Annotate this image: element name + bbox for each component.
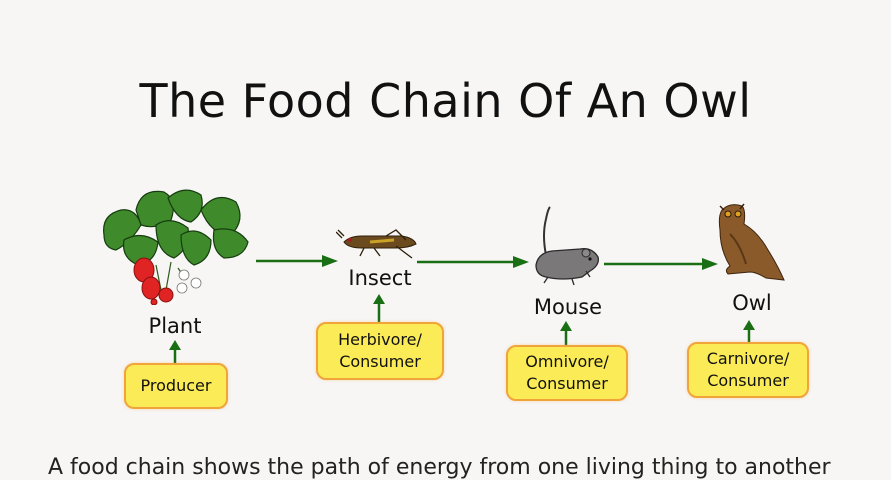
herbivore-consumer-box: Herbivore/Consumer (316, 322, 444, 380)
plant-label: Plant (148, 314, 202, 338)
grasshopper-icon (336, 229, 417, 259)
arrow-up-icon (373, 294, 385, 324)
arrow-right-icon (417, 256, 529, 268)
consumer-label: Consumer (526, 374, 608, 393)
arrow-up-icon (169, 340, 181, 364)
carnivore-label: Carnivore/ (706, 349, 790, 368)
mouse-icon (535, 206, 599, 286)
consumer-label: Consumer (707, 371, 789, 390)
carnivore-consumer-box: Carnivore/Consumer (687, 342, 809, 398)
page-title: The Food Chain Of An Owl (139, 74, 752, 128)
owl-label: Owl (732, 291, 772, 315)
omnivore-label: Omnivore/ (525, 352, 609, 371)
arrow-right-icon (256, 255, 338, 267)
mouse-label: Mouse (533, 295, 603, 319)
producer-box: Producer (124, 363, 228, 409)
herbivore-label: Herbivore/ (338, 330, 422, 349)
arrow-up-icon (743, 320, 755, 344)
arrow-up-icon (560, 321, 572, 347)
strawberry-plant-icon (103, 189, 249, 305)
owl-icon (718, 203, 785, 281)
producer-label: Producer (140, 376, 212, 395)
arrow-right-icon (604, 258, 718, 270)
omnivore-consumer-box: Omnivore/Consumer (506, 345, 628, 401)
consumer-label: Consumer (339, 352, 421, 371)
insect-label: Insect (348, 266, 412, 290)
